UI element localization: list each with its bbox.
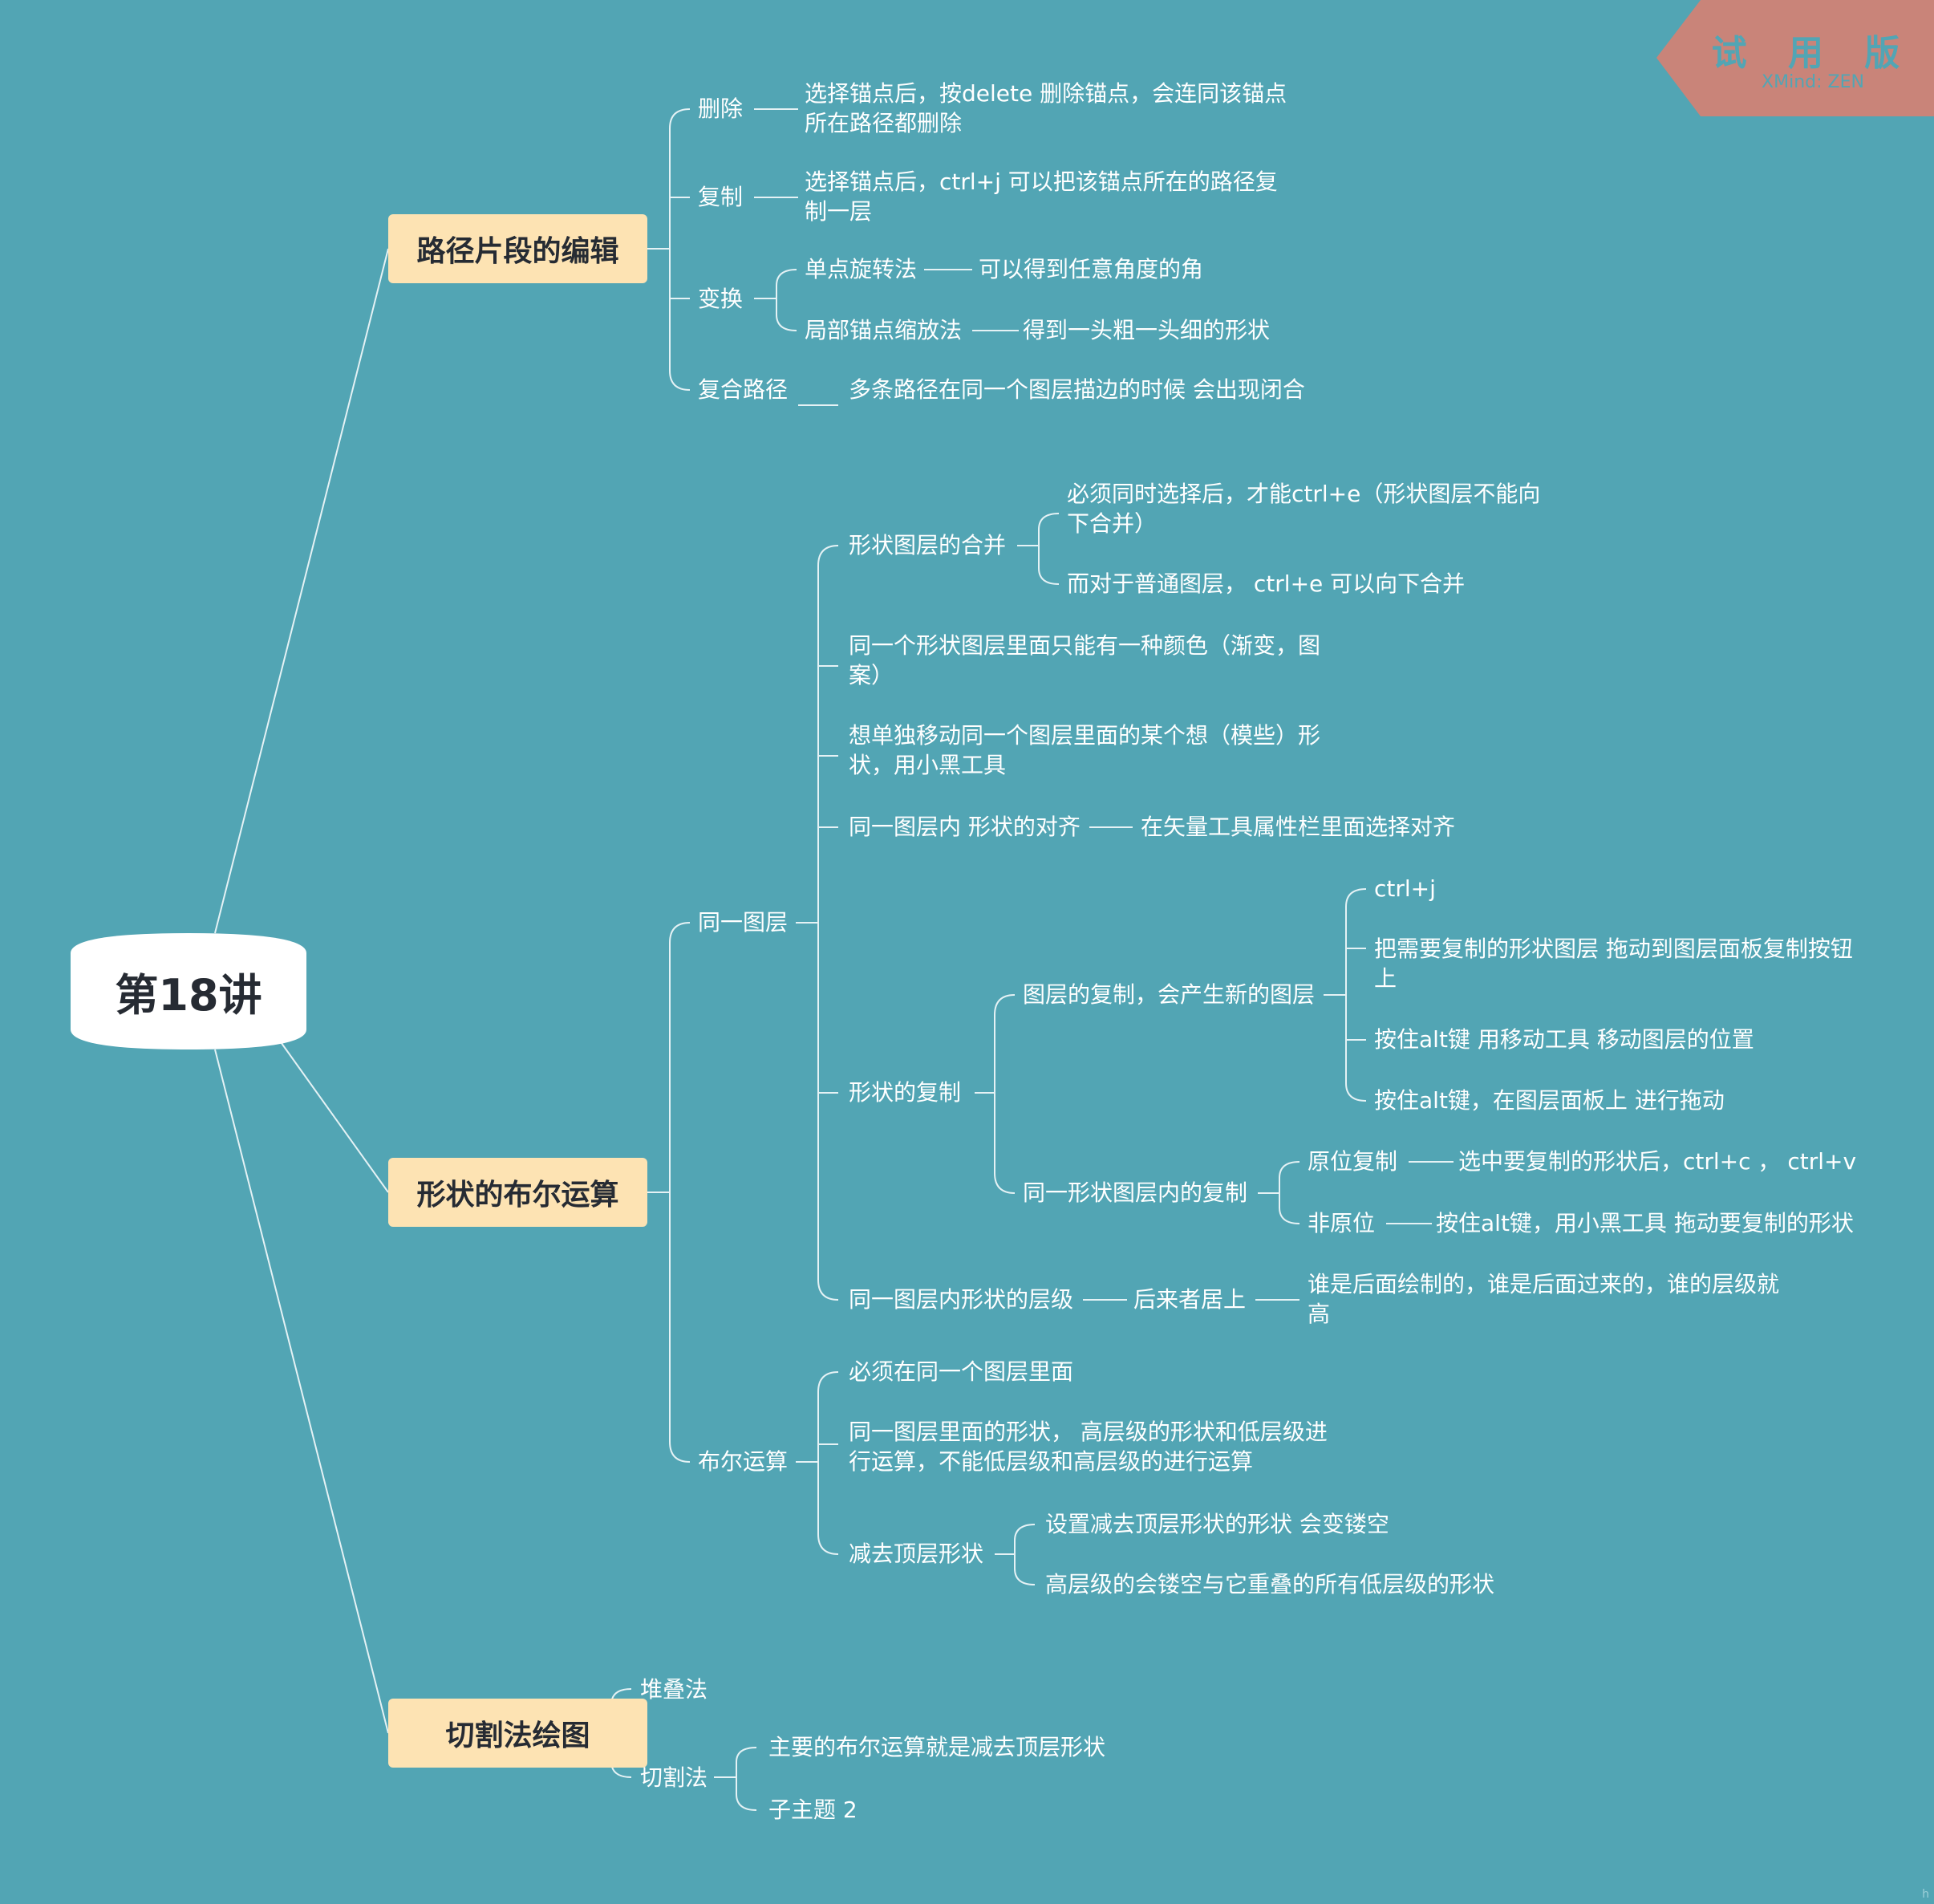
topic-compound-path-detail[interactable]: 多条路径在同一个图层描边的时候 会出现闭合 [849, 376, 1305, 403]
topic-layer-dup-ctrlj[interactable]: ctrl+j [1374, 875, 1436, 902]
topic-shape-duplicate[interactable]: 形状的复制 [849, 1079, 962, 1106]
topic-move-shape[interactable]: 想单独移动同一个图层里面的某个想（模些）形 状，用小黑工具 [849, 722, 1321, 778]
topic-subtract-detail-2[interactable]: 高层级的会镂空与它重叠的所有低层级的形状 [1045, 1571, 1495, 1597]
topic-cutting-method[interactable]: 切割法 [640, 1764, 708, 1791]
topic-merge-detail-2[interactable]: 而对于普通图层， ctrl+e 可以向下合并 [1067, 570, 1466, 597]
topic-delete[interactable]: 删除 [698, 95, 744, 122]
topic-align[interactable]: 同一图层内 形状的对齐 [849, 814, 1081, 840]
topic-merge-detail-1[interactable]: 必须同时选择后，才能ctrl+e（形状图层不能向 下合并） [1067, 481, 1541, 537]
topic-align-detail[interactable]: 在矢量工具属性栏里面选择对齐 [1141, 814, 1456, 840]
topic-subtract-detail-1[interactable]: 设置减去顶层形状的形状 会变镂空 [1045, 1511, 1389, 1537]
topic-layer-dup-alt-move[interactable]: 按住alt键 用移动工具 移动图层的位置 [1374, 1026, 1754, 1053]
topic-boolean[interactable]: 布尔运算 [698, 1448, 789, 1475]
topic-subtract-top[interactable]: 减去顶层形状 [849, 1541, 984, 1567]
topic-offset-copy[interactable]: 非原位 [1308, 1210, 1376, 1236]
root-topic[interactable]: 第18讲 [115, 970, 262, 1021]
topic-cut-detail-2[interactable]: 子主题 2 [768, 1796, 858, 1823]
topic-local-scale[interactable]: 局部锚点缩放法 [805, 317, 963, 343]
main-topic-cutting[interactable]: 切割法绘图 [388, 1699, 647, 1768]
topic-layer-dup-alt-panel[interactable]: 按住alt键，在图层面板上 进行拖动 [1374, 1087, 1725, 1114]
topic-layer-duplicate[interactable]: 图层的复制，会产生新的图层 [1023, 981, 1316, 1008]
topic-compound-path[interactable]: 复合路径 [698, 376, 789, 403]
topic-inner-duplicate[interactable]: 同一形状图层内的复制 [1023, 1179, 1248, 1206]
topic-delete-detail[interactable]: 选择锚点后，按delete 删除锚点，会连同该锚点 所在路径都删除 [805, 80, 1287, 136]
topic-stacking[interactable]: 堆叠法 [640, 1676, 708, 1703]
topic-single-rotate-detail[interactable]: 可以得到任意角度的角 [979, 256, 1204, 282]
topic-copy-detail[interactable]: 选择锚点后，ctrl+j 可以把该锚点所在的路径复 制一层 [805, 168, 1278, 225]
topic-shape-merge[interactable]: 形状图层的合并 [849, 532, 1007, 558]
topic-inplace-copy-detail[interactable]: 选中要复制的形状后，ctrl+c ， ctrl+v [1458, 1148, 1857, 1175]
topic-layer-dup-drag[interactable]: 把需要复制的形状图层 拖动到图层面板复制按钮 上 [1374, 936, 1853, 992]
main-topic-path-editing[interactable]: 路径片段的编辑 [388, 214, 647, 283]
trial-watermark-subtitle: XMind: ZEN [1762, 72, 1864, 92]
topic-local-scale-detail[interactable]: 得到一头粗一头细的形状 [1023, 317, 1271, 343]
topic-cut-detail-1[interactable]: 主要的布尔运算就是减去顶层形状 [768, 1734, 1106, 1760]
topic-copy[interactable]: 复制 [698, 184, 744, 210]
topic-same-layer[interactable]: 同一图层 [698, 909, 789, 936]
trial-watermark-title: 试 用 版 [1711, 33, 1915, 74]
topic-level-detail[interactable]: 谁是后面绘制的，谁是后面过来的，谁的层级就 高 [1308, 1271, 1780, 1327]
topic-bool-same-layer[interactable]: 必须在同一个图层里面 [849, 1358, 1074, 1385]
topic-inplace-copy[interactable]: 原位复制 [1308, 1148, 1398, 1175]
topic-transform[interactable]: 变换 [698, 286, 744, 312]
topic-one-color[interactable]: 同一个形状图层里面只能有一种颜色（渐变，图 案） [849, 632, 1321, 688]
trial-ribbon [1656, 0, 1934, 116]
topic-bool-level-rule[interactable]: 同一图层里面的形状， 高层级的形状和低层级进 行运算，不能低层级和高层级的进行运… [849, 1419, 1328, 1475]
topic-level-rule[interactable]: 后来者居上 [1133, 1286, 1247, 1313]
root-shape [71, 933, 306, 1049]
topic-offset-copy-detail[interactable]: 按住alt键，用小黑工具 拖动要复制的形状 [1436, 1210, 1854, 1236]
topic-shape-level[interactable]: 同一图层内形状的层级 [849, 1286, 1074, 1313]
main-topic-boolean-ops[interactable]: 形状的布尔运算 [388, 1158, 647, 1227]
corner-mark: h [1922, 1888, 1929, 1901]
topic-single-rotate[interactable]: 单点旋转法 [805, 256, 918, 282]
